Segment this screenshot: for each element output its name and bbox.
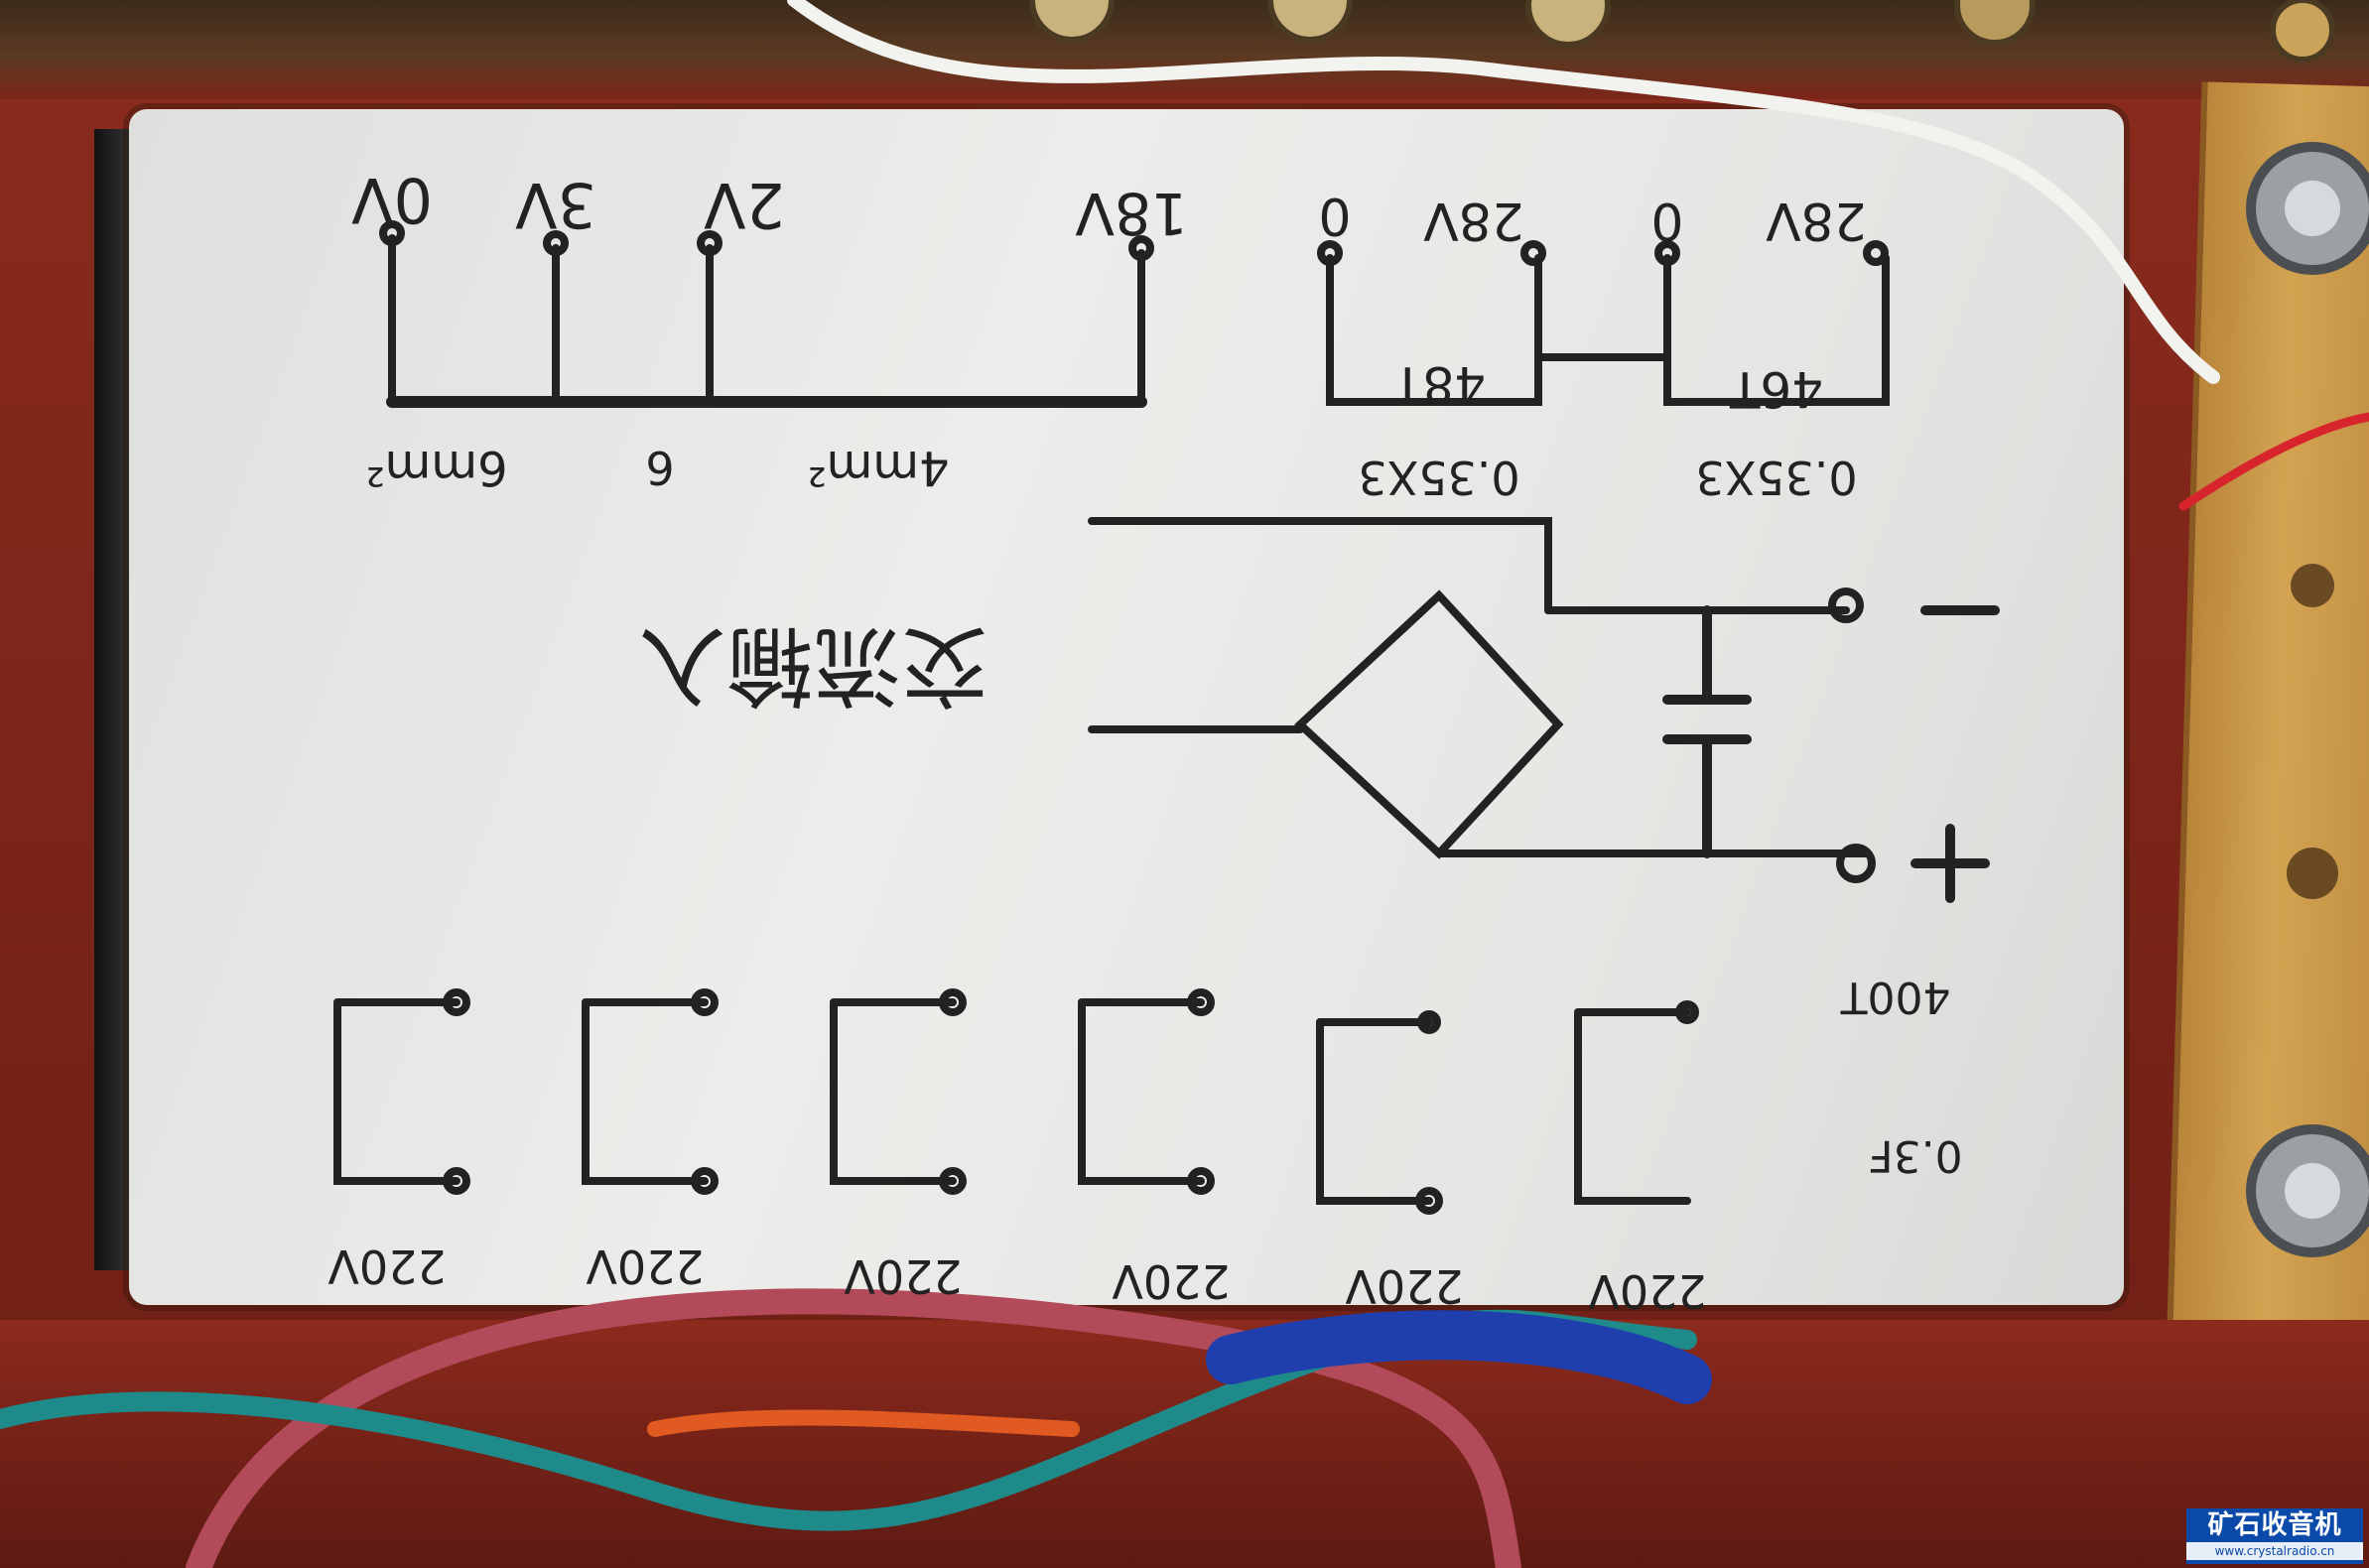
wire-6: 6: [645, 441, 674, 494]
tap-2v: 2V: [704, 169, 785, 241]
ac-220-5: 220V: [1345, 1259, 1464, 1313]
watermark: 矿石收音机 www.crystalradio.cn: [2186, 1508, 2363, 1564]
winding-a-28v: 28V: [1423, 191, 1524, 250]
winding-b-wire: 0.35X3: [1695, 451, 1857, 504]
winding-a-turns: 48T: [1391, 355, 1486, 413]
top-bolts: [1029, 0, 2335, 63]
winding-b-0: 0: [1650, 191, 1683, 250]
winding-b-28v: 28V: [1766, 191, 1867, 250]
tap-3v: 3V: [515, 169, 596, 241]
tap-18v: 18V: [1075, 180, 1188, 247]
terminal-nuts: [2246, 142, 2369, 1257]
winding-b-turns: 46T: [1729, 360, 1823, 418]
tap-0v: 0V: [351, 164, 433, 236]
card-text: 0V 3V 2V 18V 6mm² 6 4mm² 0: [328, 164, 1963, 1318]
primary-spec-03f: 0.3F: [1868, 1130, 1962, 1181]
watermark-url: www.crystalradio.cn: [2186, 1542, 2363, 1560]
ac-220-6: 220V: [1588, 1264, 1707, 1318]
winding-a-wire: 0.35X3: [1358, 451, 1519, 504]
ac-input-label: 交流输入: [639, 614, 988, 717]
primary-spec-400t: 400T: [1840, 972, 1950, 1022]
ac-220-4: 220V: [1112, 1254, 1231, 1308]
winding-a-0: 0: [1318, 186, 1351, 245]
wire-4mm2: 4mm²: [807, 440, 949, 495]
ac-220-1: 220V: [328, 1240, 447, 1293]
pencil-circuit: [333, 220, 2000, 1215]
wire-6mm2: 6mm²: [365, 440, 507, 495]
schematic-card: [129, 109, 2124, 1305]
ac-220-2: 220V: [586, 1240, 705, 1293]
watermark-text: 矿石收音机: [2207, 1510, 2342, 1540]
ac-220-3: 220V: [844, 1249, 963, 1303]
